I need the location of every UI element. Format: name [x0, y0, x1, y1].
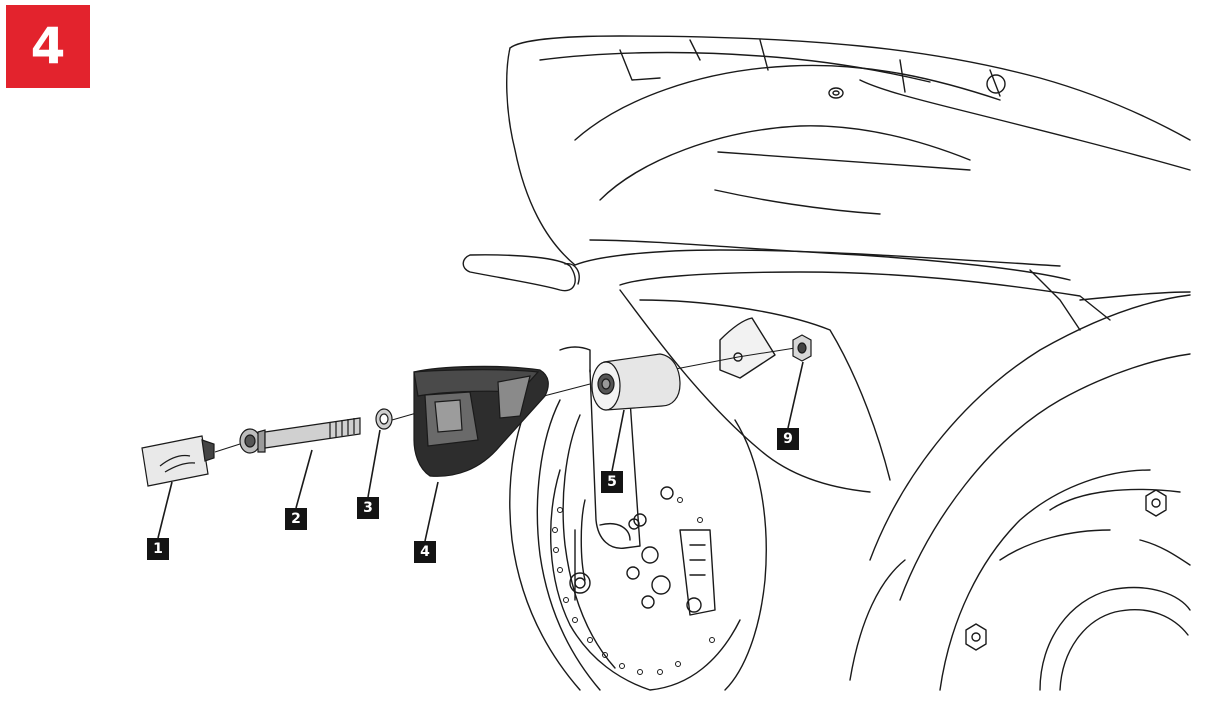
part-end-cap	[141, 435, 215, 487]
callout-3: 3	[357, 497, 379, 519]
callout-5: 5	[601, 471, 623, 493]
front-fork	[559, 346, 716, 616]
fairing-outline	[506, 35, 1191, 266]
callout-1: 1	[147, 538, 169, 560]
fairing-bolts	[965, 489, 1167, 651]
callout-4: 4	[414, 541, 436, 563]
part-spacer	[591, 353, 681, 411]
side-panel	[574, 239, 1191, 493]
leader-lines	[157, 361, 804, 542]
callout-9: 9	[777, 428, 799, 450]
step-number-badge: 4	[6, 5, 90, 88]
mirror-stalk	[462, 254, 580, 292]
part-slider-body	[413, 365, 549, 477]
lower-fairing	[849, 294, 1191, 691]
brake-disc	[550, 469, 741, 691]
front-wheel	[509, 379, 767, 691]
part-bolt	[239, 417, 361, 454]
callout-2: 2	[285, 508, 307, 530]
part-nut	[792, 334, 812, 362]
mounting-bracket	[719, 317, 776, 379]
part-washer	[375, 408, 393, 430]
